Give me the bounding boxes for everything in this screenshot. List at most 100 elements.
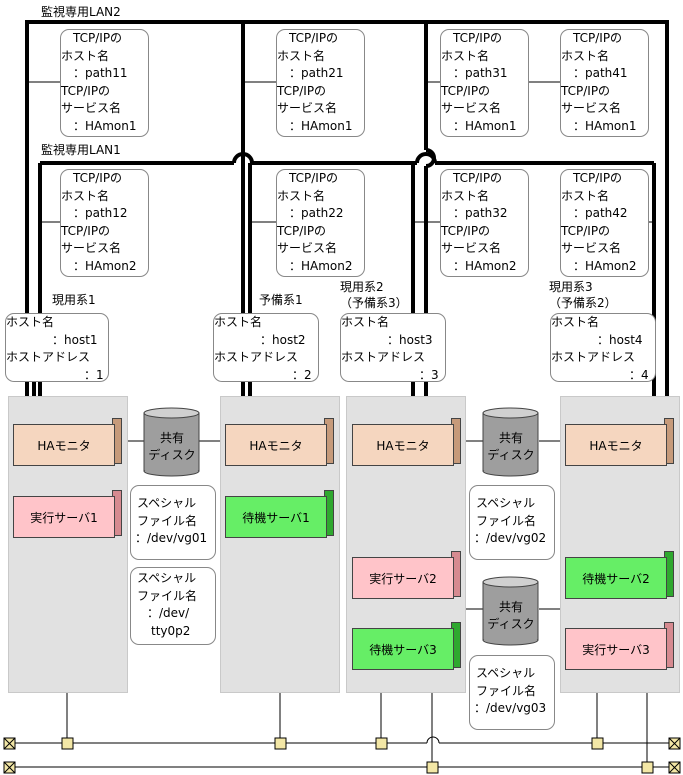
server-label: 待機サーバ1	[225, 496, 327, 538]
tcp-line: サービス名	[277, 241, 338, 255]
tcp-line: ホスト名	[277, 48, 326, 63]
tcp-line: ホスト名	[441, 48, 490, 63]
tcp-line: ホスト名	[441, 188, 490, 203]
lan2-label: 監視専用LAN2	[41, 5, 121, 19]
tcp-line: ホスト名	[61, 188, 110, 203]
tcp-line: ：path41	[573, 66, 628, 80]
host-info-host3: ホスト名 ：host3 ホストアドレス ：3	[340, 313, 446, 382]
tcp-line: TCP/IPの	[453, 171, 503, 185]
shared-disk-icon	[482, 407, 539, 477]
tcp-line: TCP/IPの	[277, 83, 327, 98]
host-line: ：host4	[597, 332, 643, 347]
tcp-line: TCP/IPの	[573, 171, 623, 185]
special-file-vg02: スペシャル ファイル名 ：/dev/vg02	[469, 485, 555, 560]
ha-monitor-label: HAモニタ	[352, 424, 454, 466]
tcp-line: TCP/IPの	[289, 31, 339, 45]
tcp-line: TCP/IPの	[277, 223, 327, 238]
ha-monitor-label: HAモニタ	[13, 424, 115, 466]
tcp-info-path11: TCP/IPの ホスト名 ：path11 TCP/IPの サービス名 ：HAmo…	[60, 29, 149, 137]
file-line: ：/dev/vg01	[135, 531, 208, 545]
tcp-line: ：HAmon2	[573, 258, 637, 273]
tcp-line: サービス名	[61, 241, 122, 255]
file-line: スペシャル	[476, 496, 536, 510]
disk-line: 共有	[159, 431, 184, 445]
disk-line: ディスク	[148, 448, 196, 462]
standby-server-2: 待機サーバ2	[565, 551, 675, 599]
role-label-3: 現用系2	[340, 280, 384, 294]
server-label: 待機サーバ3	[352, 628, 454, 670]
server-label: 実行サーバ3	[565, 628, 667, 670]
tcp-line: サービス名	[441, 241, 502, 255]
tcp-line: ホスト名	[561, 188, 610, 203]
tcp-line: ：path12	[73, 206, 128, 220]
tcp-info-path21: TCP/IPの ホスト名 ：path21 TCP/IPの サービス名 ：HAmo…	[276, 29, 365, 137]
tcp-line: TCP/IPの	[561, 83, 611, 98]
tcp-line: ：HAmon1	[453, 118, 517, 133]
tcp-line: TCP/IPの	[441, 83, 491, 98]
tcp-info-path31: TCP/IPの ホスト名 ：path31 TCP/IPの サービス名 ：HAmo…	[440, 29, 529, 137]
host-line: ：host2	[260, 332, 306, 347]
disk-line: 共有	[498, 600, 523, 614]
file-line: ファイル名	[476, 513, 537, 528]
role-label-2: 予備系1	[259, 293, 303, 307]
tcp-line: ：path21	[289, 66, 344, 80]
tcp-info-path22: TCP/IPの ホスト名 ：path22 TCP/IPの サービス名 ：HAmo…	[276, 169, 365, 277]
tcp-line: TCP/IPの	[61, 83, 111, 98]
ha-monitor-label: HAモニタ	[225, 424, 327, 466]
tcp-line: サービス名	[441, 101, 502, 115]
file-line: スペシャル	[476, 666, 536, 680]
tcp-line: ：path42	[573, 206, 628, 220]
tcp-line: ホスト名	[61, 48, 110, 63]
tcp-line: サービス名	[277, 101, 338, 115]
host-line: ：host1	[52, 332, 98, 347]
tcp-info-path41: TCP/IPの ホスト名 ：path41 TCP/IPの サービス名 ：HAmo…	[560, 29, 649, 137]
tcp-line: ：HAmon2	[453, 258, 517, 273]
host-info-host2: ホスト名 ：host2 ホストアドレス ：2	[213, 313, 319, 382]
disk-line: ディスク	[487, 617, 535, 631]
tcp-line: ：HAmon1	[289, 118, 353, 133]
standby-server-3: 待機サーバ3	[352, 622, 462, 670]
tcp-line: サービス名	[61, 101, 122, 115]
special-file-vg01: スペシャル ファイル名 ：/dev/vg01	[130, 485, 216, 560]
shared-disk-label-2: 共有 ディスク	[483, 430, 539, 464]
shared-disk-icon	[143, 407, 200, 477]
tcp-info-path32: TCP/IPの ホスト名 ：path32 TCP/IPの サービス名 ：HAmo…	[440, 169, 529, 277]
shared-disk-icon	[482, 576, 539, 646]
disk-line: ディスク	[487, 448, 535, 462]
disk-line: 共有	[498, 431, 523, 445]
standby-server-1: 待機サーバ1	[225, 490, 335, 538]
exec-server-3: 実行サーバ3	[565, 622, 675, 670]
tcp-line: TCP/IPの	[289, 171, 339, 185]
host-line: ホスト名	[341, 315, 390, 329]
special-file-vg03: スペシャル ファイル名 ：/dev/vg03	[469, 655, 555, 730]
ha-monitor-label: HAモニタ	[565, 424, 667, 466]
tcp-line: ：path31	[453, 66, 508, 80]
host-info-host1: ホスト名 ：host1 ホストアドレス ：1	[5, 313, 109, 382]
shared-disk-label-1: 共有 ディスク	[144, 430, 200, 464]
role-sublabel-4: （予備系2）	[549, 296, 617, 310]
lan1-label: 監視専用LAN1	[41, 143, 121, 157]
host-info-host4: ホスト名 ：host4 ホストアドレス ：4	[550, 313, 656, 382]
server-label: 実行サーバ1	[13, 496, 115, 538]
host-line: ホスト名	[214, 315, 263, 329]
ha-monitor-4: HAモニタ	[565, 418, 675, 466]
file-line: ファイル名	[137, 588, 198, 603]
tcp-line: ホスト名	[277, 188, 326, 203]
tcp-info-path12: TCP/IPの ホスト名 ：path12 TCP/IPの サービス名 ：HAmo…	[60, 169, 149, 277]
file-line: ファイル名	[137, 513, 198, 528]
role-label-1: 現用系1	[52, 293, 96, 307]
file-line: tty0p2	[151, 623, 191, 638]
host-line: ：2	[292, 367, 312, 382]
host-line: ホストアドレス	[341, 350, 426, 364]
tcp-line: ：HAmon2	[73, 258, 137, 273]
ha-monitor-2: HAモニタ	[225, 418, 335, 466]
ha-monitor-3: HAモニタ	[352, 418, 462, 466]
server-label: 待機サーバ2	[565, 557, 667, 599]
host-line: ホスト名	[6, 315, 55, 329]
file-line: ：/dev/	[147, 606, 190, 620]
server-label: 実行サーバ2	[352, 557, 454, 599]
tcp-line: ：path22	[289, 206, 344, 220]
tcp-line: ：HAmon1	[573, 118, 637, 133]
tcp-line: サービス名	[561, 241, 622, 255]
host-line: ：3	[419, 367, 439, 382]
